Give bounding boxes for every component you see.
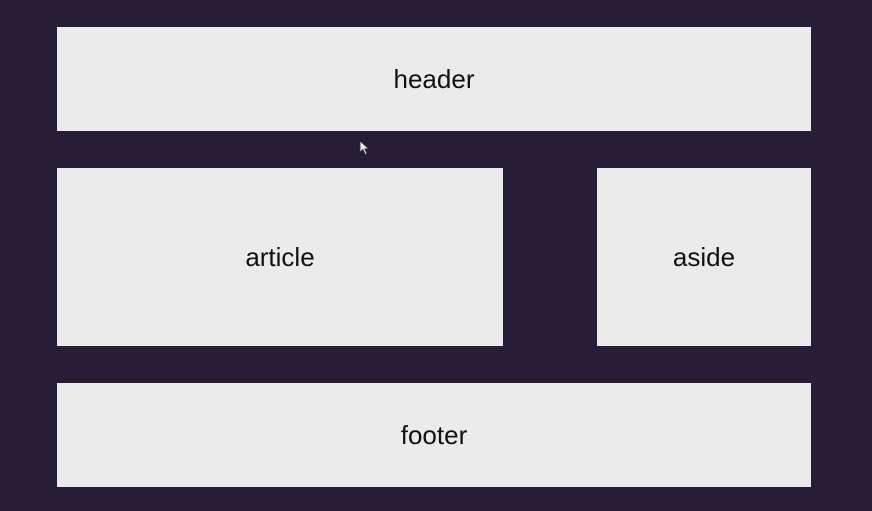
aside-region: aside [597, 168, 811, 346]
header-label: header [393, 63, 475, 94]
article-label: article [245, 241, 315, 272]
header-region: header [57, 27, 811, 131]
article-region: article [57, 168, 503, 346]
footer-region: footer [57, 383, 811, 487]
aside-label: aside [672, 241, 736, 272]
footer-label: footer [400, 419, 468, 450]
mouse-pointer-icon [359, 140, 370, 155]
